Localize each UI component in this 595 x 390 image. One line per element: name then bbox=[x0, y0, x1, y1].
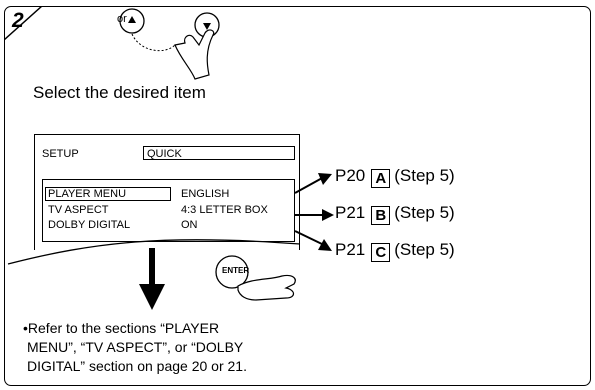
note-line: MENU”, “TV ASPECT”, or “DOLBY bbox=[27, 339, 244, 355]
motion-path-icon bbox=[131, 33, 176, 52]
reference-note: •Refer to the sections “PLAYER MENU”, “T… bbox=[23, 319, 303, 376]
setup-menu-screen bbox=[34, 134, 300, 250]
or-text: or bbox=[117, 13, 127, 25]
menu-title: SETUP bbox=[42, 148, 79, 160]
enter-label: ENTER bbox=[222, 266, 250, 275]
ref-page: P20 bbox=[335, 166, 366, 185]
ref-step: (Step 5) bbox=[394, 203, 455, 222]
menu-item-label: TV ASPECT bbox=[48, 204, 109, 216]
ref-step: (Step 5) bbox=[394, 166, 455, 185]
reference-arrows bbox=[294, 173, 334, 251]
menu-item-value: ON bbox=[181, 219, 198, 231]
note-line: Refer to the sections “PLAYER bbox=[27, 320, 220, 336]
hand-press-icon bbox=[237, 274, 296, 301]
menu-item-label: PLAYER MENU bbox=[48, 188, 127, 200]
ref-line-a: P20 A(Step 5) bbox=[335, 166, 455, 188]
menu-selection-cursor bbox=[45, 187, 171, 201]
enter-button-icon bbox=[215, 255, 249, 289]
arrow-c-icon bbox=[318, 239, 332, 251]
menu-tab-box bbox=[143, 146, 295, 160]
step-corner-icon bbox=[4, 6, 43, 41]
ref-page: P21 bbox=[335, 203, 366, 222]
menu-item-value: ENGLISH bbox=[181, 188, 230, 200]
instruction-text: Select the desired item bbox=[33, 83, 206, 102]
cursor-buttons-illustration bbox=[119, 8, 220, 80]
down-arrow-icon bbox=[139, 248, 165, 310]
arrow-b-icon bbox=[322, 209, 334, 221]
screen-cut-line bbox=[7, 239, 301, 265]
arrow-a-icon bbox=[318, 173, 332, 185]
menu-tab-quick: QUICK bbox=[147, 148, 182, 160]
menu-list bbox=[42, 179, 295, 242]
ref-page: P21 bbox=[335, 240, 366, 259]
ref-letter-c: C bbox=[371, 243, 391, 262]
ref-line-b: P21 B(Step 5) bbox=[335, 203, 455, 225]
enter-button-illustration bbox=[215, 255, 296, 301]
hand-pointer-icon bbox=[174, 29, 215, 80]
instruction-frame bbox=[4, 6, 591, 386]
up-button-icon bbox=[119, 8, 145, 34]
note-line: DIGITAL” section on page 20 or 21. bbox=[27, 358, 247, 374]
note-bullet: • bbox=[23, 320, 28, 336]
ref-step: (Step 5) bbox=[394, 240, 455, 259]
menu-item-label: DOLBY DIGITAL bbox=[48, 219, 131, 231]
step-number: 2 bbox=[12, 9, 24, 32]
ref-letter-a: A bbox=[371, 169, 391, 188]
menu-item-value: 4:3 LETTER BOX bbox=[181, 204, 268, 216]
ref-letter-b: B bbox=[371, 206, 391, 225]
ref-line-c: P21 C(Step 5) bbox=[335, 240, 455, 262]
